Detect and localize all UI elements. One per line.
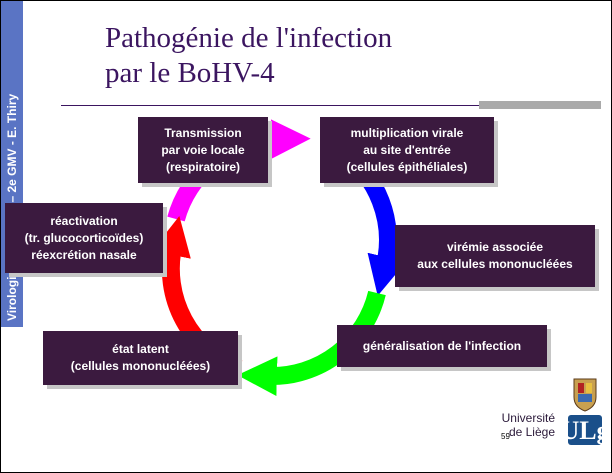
slide-title: Pathogénie de l'infection par le BoHV-4 [105,21,392,91]
step-viremie-line-2: aux cellules mononucléées [417,257,573,271]
title-accent-bar [479,101,601,109]
step-reactivation: réactivation (tr. glucocorticoïdes) réex… [5,203,163,273]
page-number: 59 [501,432,510,441]
title-underline [61,105,593,106]
step-transmission-line-3: (respiratoire) [165,159,241,174]
step-etat-latent: état latent (cellules mononucléées) [43,331,238,385]
step-multiplication: multiplication virale au site d'entrée (… [320,117,494,183]
step-multiplication-line-2: au site d'entrée [363,142,451,157]
step-etat-latent-line-2: (cellules mononucléées) [70,359,211,373]
title-line-1: Pathogénie de l'infection [105,22,393,54]
step-transmission: Transmission par voie locale (respiratoi… [138,117,268,183]
university-of-liege-logo-icon: ULg [566,378,604,445]
step-transmission-line-1: Transmission [164,125,242,140]
step-generalisation: généralisation de l'infection [337,325,547,367]
university-name: Université de Liège [502,411,555,439]
step-viremie-line-1: virémie associée [446,240,544,254]
title-line-2: par le BoHV-4 [105,57,275,89]
step-multiplication-line-1: multiplication virale [350,125,464,140]
step-etat-latent-line-1: état latent [112,342,169,356]
step-transmission-line-2: par voie locale [161,142,245,157]
svg-text:ULg: ULg [566,416,604,445]
university-name-line-1: Université [501,411,555,425]
step-reactivation-line-2: (tr. glucocorticoïdes) [24,230,144,245]
step-reactivation-line-1: réactivation [50,213,118,228]
university-name-line-2: de Liège [508,425,555,439]
step-reactivation-line-3: réexcrétion nasale [31,247,137,262]
step-generalisation-line-1: généralisation de l'infection [362,338,522,353]
step-multiplication-line-3: (cellules épithéliales) [346,159,468,174]
step-viremie: virémie associée aux cellules mononucléé… [395,225,595,287]
